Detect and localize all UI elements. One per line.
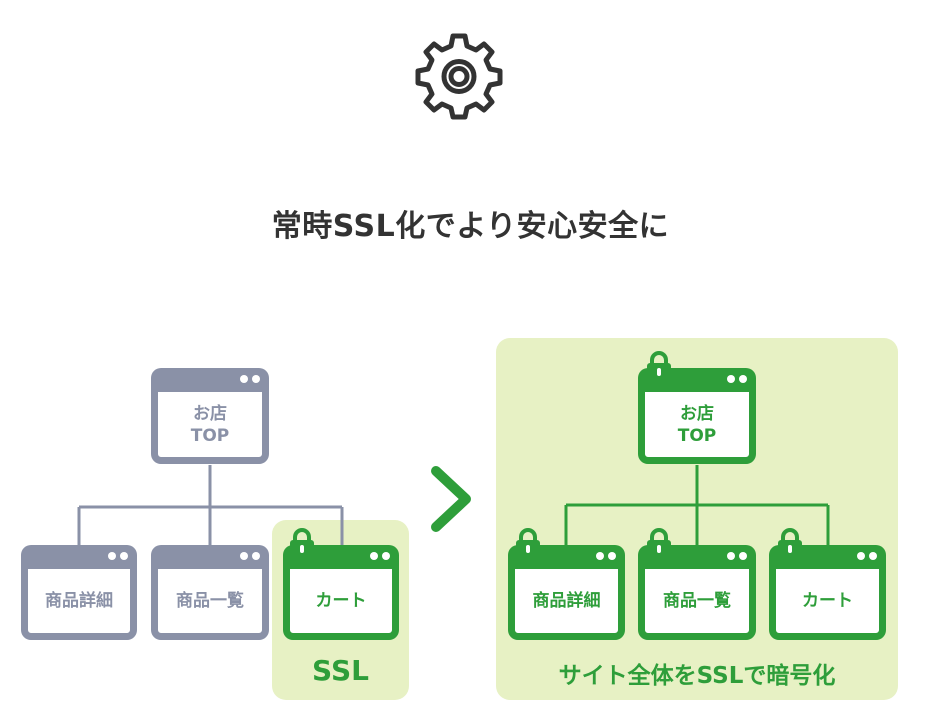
after-top-page: お店 TOP <box>638 368 756 464</box>
before-cart-page: カート <box>283 545 399 640</box>
after-cart-page: カート <box>769 545 886 640</box>
padlock-icon <box>647 528 671 558</box>
window-dots <box>857 552 877 560</box>
window-dots <box>240 375 260 383</box>
ssl-caption: SSL <box>312 654 369 687</box>
padlock-icon <box>647 351 671 381</box>
before-cart-label: カート <box>315 591 367 611</box>
chevron-right-icon <box>431 466 471 532</box>
padlock-icon <box>516 528 540 558</box>
before-product-detail-label: 商品詳細 <box>45 591 113 611</box>
after-cart-label: カート <box>802 591 853 611</box>
after-product-list-label: 商品一覧 <box>663 591 731 611</box>
after-product-detail-label: 商品詳細 <box>532 591 601 611</box>
window-dots <box>727 375 747 383</box>
window-dots <box>727 552 747 560</box>
window-dots <box>240 552 260 560</box>
padlock-icon <box>290 528 314 558</box>
window-dots <box>370 552 390 560</box>
padlock-icon <box>778 528 802 558</box>
window-dots <box>596 552 616 560</box>
before-product-list-page: 商品一覧 <box>151 545 269 640</box>
after-product-list-page: 商品一覧 <box>638 545 756 640</box>
before-product-detail-page: 商品詳細 <box>21 545 137 640</box>
full-site-ssl-caption: サイト全体をSSLで暗号化 <box>558 663 836 689</box>
before-top-page-label: お店 TOP <box>190 403 230 446</box>
before-product-list-label: 商品一覧 <box>176 591 244 611</box>
after-top-page-label: お店 TOP <box>677 403 717 446</box>
gear-icon <box>415 33 503 120</box>
after-product-detail-page: 商品詳細 <box>508 545 625 640</box>
page-title: 常時SSL化でより安心安全に <box>271 209 670 244</box>
before-top-page: お店 TOP <box>151 368 269 464</box>
window-dots <box>108 552 128 560</box>
